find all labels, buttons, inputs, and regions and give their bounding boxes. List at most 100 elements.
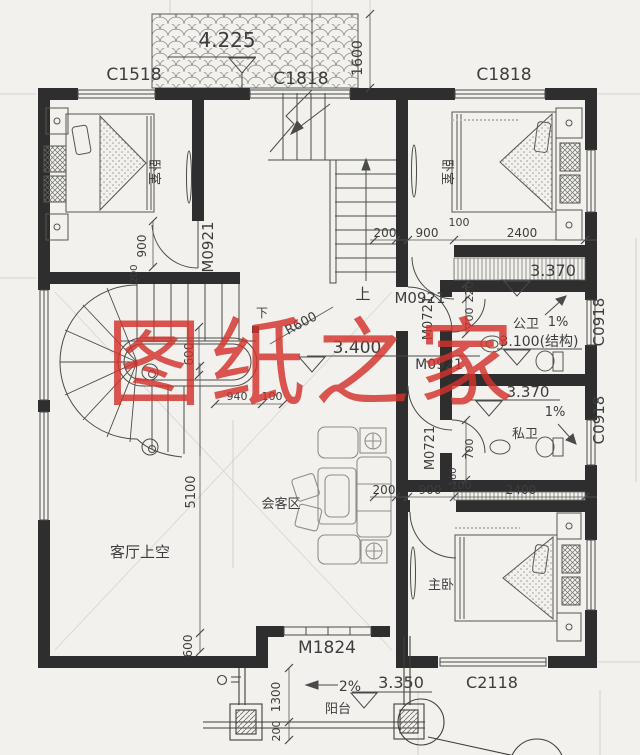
level-public-bath <box>497 348 582 366</box>
level-private-bath-text: 3.370 <box>507 383 550 401</box>
dim-stair-600: 600 <box>182 343 196 366</box>
dim-mid-100: 100 <box>451 479 472 492</box>
window-label-c1518: C1518 <box>106 65 161 85</box>
room-bedroom-right: 卧室 <box>439 159 455 185</box>
bed-right <box>451 107 583 241</box>
column-circle <box>397 698 445 746</box>
handrail-scroll-bottom <box>141 438 159 456</box>
stair-up-arrow <box>361 157 371 171</box>
door-m0921-left-arc <box>151 221 199 269</box>
window-west-upper <box>39 289 49 401</box>
dim-stair-940: 940 <box>227 390 248 403</box>
dim-balc-200: 200 <box>270 721 283 742</box>
window-c2118 <box>439 657 547 667</box>
slope-arrows <box>304 295 577 690</box>
roof-canopy <box>151 13 359 89</box>
dim-bath-700a: 700 <box>463 308 476 329</box>
private-bath-toilet <box>535 436 564 458</box>
dim-left-200: 200 <box>129 264 140 283</box>
door-label-m1824: M1824 <box>298 638 356 658</box>
room-living-void: 客厅上空 <box>110 543 170 561</box>
window-east-master <box>586 539 596 611</box>
dim-tr-2400: 2400 <box>507 226 538 240</box>
balcony <box>203 636 563 755</box>
room-bedroom-left: 卧室 <box>146 159 162 185</box>
room-master: 主卧 <box>428 578 454 593</box>
stair-down-marker <box>252 326 259 333</box>
spiral-stair <box>59 284 259 458</box>
leader-r600 <box>269 306 334 345</box>
dim-balc-1300: 1300 <box>269 682 283 713</box>
level-terrace-text: 3.370 <box>530 261 576 280</box>
door-label-m0921-left: M0921 <box>199 221 217 272</box>
stair-down-text: 下 <box>256 306 268 320</box>
door-m0921-mid-arc <box>407 385 453 431</box>
detail-leader <box>427 736 513 755</box>
windows <box>39 89 596 667</box>
dim-line-stair-600 <box>194 322 204 380</box>
window-c0918-top <box>586 299 596 346</box>
window-label-c1818-mid: C1818 <box>273 69 328 89</box>
window-c0918-bot <box>586 419 596 466</box>
window-c1518 <box>77 89 156 99</box>
window-west-lower <box>39 411 49 521</box>
drain-symbol <box>216 674 241 686</box>
window-label-c0918-top: C0918 <box>590 298 608 347</box>
door-label-m0721-bot: M0721 <box>423 426 438 470</box>
stair-break-line <box>269 89 313 153</box>
dim-line-1600 <box>365 9 375 93</box>
room-sitting: 会客区 <box>261 496 300 512</box>
level-floor-text: 3.400 <box>333 338 382 358</box>
dim-tr-200: 200 <box>374 226 397 240</box>
private-bath-basin <box>489 439 511 455</box>
level-public-bath-text: 3.100(结构) <box>499 334 578 350</box>
door-m1824-sliding <box>283 626 372 636</box>
dim-stair-100: 100 <box>262 390 283 403</box>
door-master-arc <box>409 511 457 559</box>
handrail-scroll-top <box>141 363 159 381</box>
dim-left-900: 900 <box>135 235 149 258</box>
door-label-m0921-mid: M0921 <box>415 357 463 373</box>
level-roof-text: 4.225 <box>198 28 255 52</box>
sofa-set <box>291 426 392 565</box>
level-balcony-text: 3.350 <box>378 673 424 692</box>
door-leaf-master <box>410 546 416 600</box>
dim-tr-900: 900 <box>416 226 439 240</box>
window-east-bedroom <box>586 149 596 213</box>
window-c1818-right <box>454 89 546 99</box>
door-m0721-top-arc <box>451 298 486 333</box>
room-private-bath: 私卫 <box>512 427 538 442</box>
dim-bath-220: 220 <box>463 282 476 303</box>
dimension-lines <box>148 9 597 745</box>
balcony-posts <box>238 636 411 705</box>
dim-line-940-100 <box>210 399 288 409</box>
stair-up-text: 上 <box>355 285 370 303</box>
watermark-text: 图纸之家 <box>106 308 522 420</box>
dim-tr-100: 100 <box>449 216 470 229</box>
straight-stair <box>268 89 396 284</box>
walls <box>38 88 597 668</box>
slope-balcony-text: 2% <box>339 679 361 695</box>
dim-line-bath-bot <box>461 415 471 485</box>
room-balcony: 阳台 <box>325 702 351 717</box>
column-left <box>229 703 263 741</box>
dim-line-5100 <box>195 361 205 657</box>
room-public-bath: 公卫 <box>513 317 539 332</box>
column-right <box>393 703 425 740</box>
dim-line-left-door <box>148 216 158 272</box>
dim-line-balcony <box>284 663 294 745</box>
dim-mid-200: 200 <box>373 483 396 497</box>
terrace-hatch-strips <box>453 257 586 501</box>
door-leaf-right <box>411 144 417 198</box>
window-c1818-mid <box>249 89 351 99</box>
door-label-m0921-stair: M0921 <box>394 289 445 307</box>
slope-private-bath-text: 1% <box>545 405 566 420</box>
dim-bath-160: 160 <box>448 467 459 486</box>
detail-circle <box>511 738 563 755</box>
slope-arrow-private-bath <box>557 423 577 445</box>
level-balcony <box>350 691 432 709</box>
dim-line-top-right <box>369 235 597 245</box>
door-m0721-bot-arc <box>451 419 486 454</box>
